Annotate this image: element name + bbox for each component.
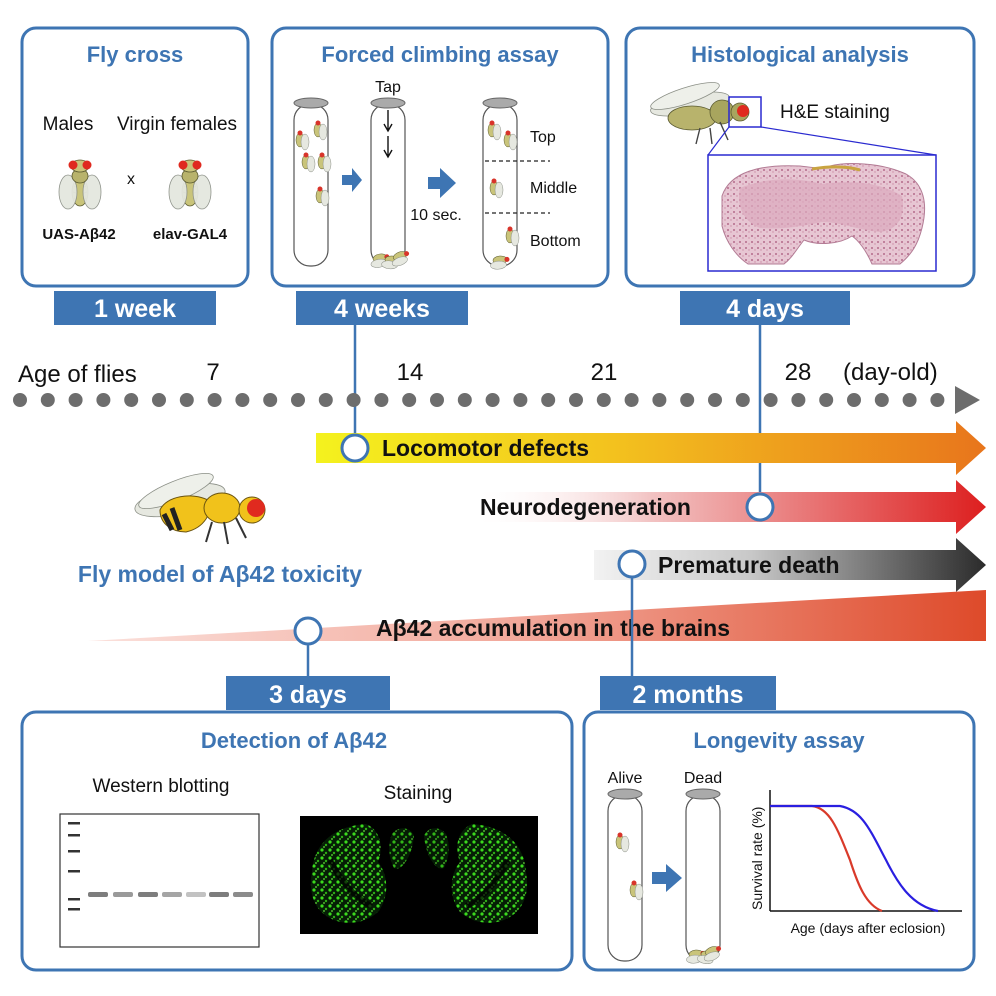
climbing-assay-panel: Forced climbing assay Tap 10 sec.: [270, 26, 610, 288]
marker-premature-death: [617, 549, 647, 579]
climbing-assay-title: Forced climbing assay: [321, 42, 559, 67]
he-staining-label: H&E staining: [780, 102, 890, 123]
vial-icon-alive: [607, 788, 644, 962]
survival-curve-red: [770, 804, 883, 913]
arrow-icon-3: [652, 864, 682, 892]
vial-icon-before: [293, 97, 332, 267]
survival-x-axis-label: Age (days after eclosion): [791, 920, 946, 936]
zone-middle: Middle: [530, 180, 577, 197]
age-tick-14: 14: [397, 359, 424, 386]
staining-label: Staining: [384, 783, 453, 804]
duration-3-days: 3 days: [269, 681, 347, 709]
histology-panel: Histological analysis H&E staining: [624, 26, 976, 288]
female-genotype-label: elav-GAL4: [153, 226, 228, 243]
neurodegeneration-bar: Neurodegeneration: [470, 480, 986, 534]
locomotor-defects-label: Locomotor defects: [382, 435, 589, 461]
longevity-title: Longevity assay: [693, 728, 865, 753]
time-label: 10 sec.: [410, 207, 462, 224]
age-tick-28: 28: [785, 359, 812, 386]
timeline-arrowhead: [955, 386, 980, 414]
fly-model-icon: [134, 472, 266, 545]
duration-4-days: 4 days: [726, 295, 804, 323]
duration-tab-climbing: 4 weeks: [296, 291, 468, 325]
survival-curve-blue: [770, 804, 939, 913]
survival-plot: Survival rate (%) Age (days after eclosi…: [749, 790, 962, 936]
duration-1-week: 1 week: [94, 295, 176, 323]
brain-section-icon: [721, 163, 926, 265]
vial-icon-dead: [685, 788, 725, 967]
neurodegeneration-label: Neurodegeneration: [480, 494, 691, 520]
longevity-panel: Longevity assay Alive Dead Survival rate…: [582, 710, 976, 972]
detection-panel: Detection of Aβ42 Western blotting Stain…: [20, 710, 574, 972]
fly-model-label: Fly model of Aβ42 toxicity: [78, 561, 362, 587]
age-unit-label: (day-old): [843, 359, 938, 386]
males-label: Males: [43, 114, 94, 135]
duration-4-weeks: 4 weeks: [334, 295, 430, 323]
zone-bottom: Bottom: [530, 233, 581, 250]
dead-label: Dead: [684, 770, 722, 787]
tap-label: Tap: [375, 79, 401, 96]
alive-label: Alive: [608, 770, 643, 787]
vial-icon-tapped: Tap: [368, 79, 413, 271]
duration-tab-histology: 4 days: [680, 291, 850, 325]
locomotor-defects-bar: Locomotor defects: [316, 421, 986, 475]
age-of-flies-label: Age of flies: [18, 361, 137, 388]
fly-cross-panel: Fly cross Males Virgin females x UAS-Aβ4…: [20, 26, 250, 288]
magnifier-box-icon: [728, 96, 762, 128]
virgin-females-label: Virgin females: [117, 114, 237, 135]
histology-title: Histological analysis: [691, 42, 909, 67]
duration-tab-fly-cross: 1 week: [54, 291, 216, 325]
marker-locomotor: [340, 433, 370, 463]
duration-2-months: 2 months: [632, 681, 743, 709]
western-blotting-label: Western blotting: [93, 776, 230, 797]
staining-image: [300, 816, 538, 934]
arrow-icon-2: [428, 168, 456, 198]
age-tick-21: 21: [591, 359, 618, 386]
premature-death-bar: Premature death: [594, 538, 986, 592]
duration-tab-longevity: 2 months: [600, 676, 776, 710]
accumulation-wedge: Aβ42 accumulation in the brains: [88, 590, 986, 641]
accumulation-label: Aβ42 accumulation in the brains: [376, 615, 730, 641]
age-tick-7: 7: [206, 359, 219, 386]
arrow-icon-1: [342, 168, 362, 192]
zone-top: Top: [530, 129, 556, 146]
marker-accumulation: [293, 616, 323, 646]
premature-death-label: Premature death: [658, 552, 840, 578]
vial-icon-zones: [482, 97, 550, 271]
cross-symbol: x: [127, 171, 135, 188]
fly-icon-side: [650, 82, 750, 145]
marker-neurodegeneration: [745, 492, 775, 522]
fly-cross-title: Fly cross: [87, 42, 184, 67]
male-genotype-label: UAS-Aβ42: [42, 226, 115, 243]
detection-title: Detection of Aβ42: [201, 728, 387, 753]
survival-y-axis-label: Survival rate (%): [749, 807, 765, 910]
western-blot-image: [59, 813, 260, 948]
duration-tab-detection: 3 days: [226, 676, 390, 710]
